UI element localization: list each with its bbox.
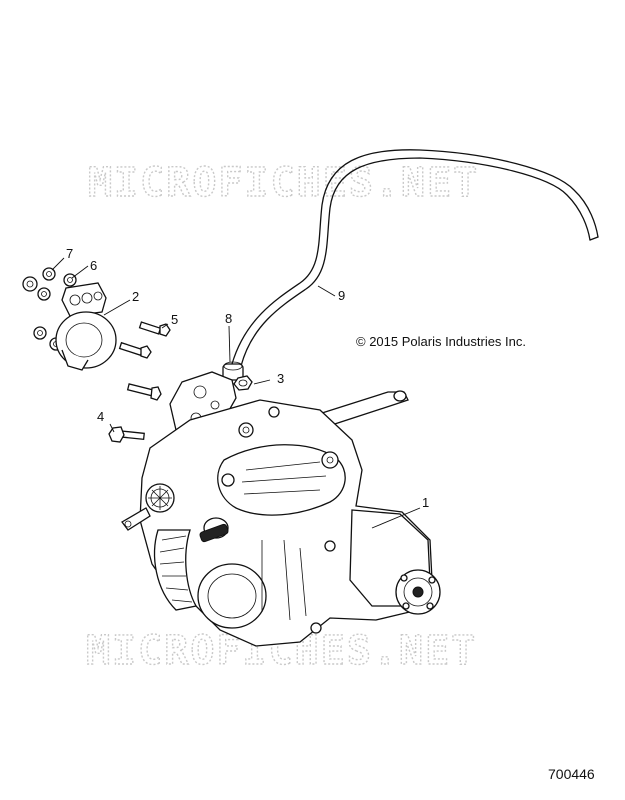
callout-8: 8 [225, 311, 232, 326]
copyright-notice: © 2015 Polaris Industries Inc. [356, 334, 526, 349]
callout-6: 6 [90, 258, 97, 273]
diagram-number: 700446 [548, 766, 595, 782]
watermark-top: MICROFICHES.NET [88, 160, 479, 206]
callout-5: 5 [171, 312, 178, 327]
callout-2: 2 [132, 289, 139, 304]
nuts-washers [22, 267, 77, 351]
transmission-assembly [121, 371, 441, 647]
callout-7: 7 [66, 246, 73, 261]
callout-9: 9 [338, 288, 345, 303]
small-nut [233, 375, 253, 391]
breather-hose [231, 149, 599, 367]
callout-3: 3 [277, 371, 284, 386]
callout-1: 1 [422, 495, 429, 510]
hose-clamp [222, 361, 244, 381]
callout-4: 4 [97, 409, 104, 424]
bolts-4 [108, 383, 162, 443]
bolts-5 [118, 321, 171, 359]
sensor-mount [55, 282, 117, 371]
leader-lines [51, 257, 421, 529]
